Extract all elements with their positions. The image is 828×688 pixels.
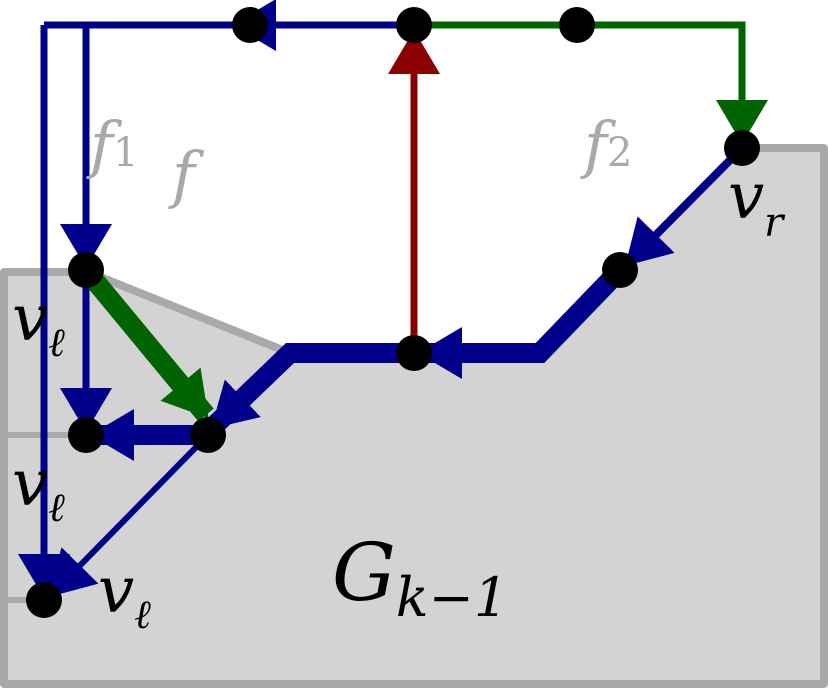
vertex-label-v-l-bot: vℓ xyxy=(98,554,151,638)
green-edge-diagonal xyxy=(78,263,214,422)
vertex-label-v-r: vr xyxy=(728,160,786,246)
vertex-boundary-middle xyxy=(396,335,432,371)
vertex-label-v-l-top: vℓ xyxy=(12,282,65,366)
face-label-f1: f1 xyxy=(86,108,138,181)
vertex-v-r xyxy=(724,130,760,166)
blue-edge-diagonal-down xyxy=(49,432,211,597)
vertex-right-slope xyxy=(602,252,638,288)
green-edge-top-right xyxy=(414,21,768,144)
vertex-v-l-top xyxy=(68,252,104,288)
blue-edge-right-slope xyxy=(625,145,745,266)
face-label-f2: f2 xyxy=(580,108,632,181)
vertex-top-left xyxy=(232,7,268,43)
graph-label-g-k-minus-1: Gk−1 xyxy=(332,526,508,629)
vertex-v-l-bot xyxy=(26,582,62,618)
face-label-f: f xyxy=(168,138,205,211)
blue-edge-boundary-lower xyxy=(418,263,628,379)
blue-edge-boundary-left xyxy=(207,343,414,434)
vertex-top-right xyxy=(559,7,595,43)
vertex-inner xyxy=(190,417,226,453)
vertex-label-v-l-mid: vℓ xyxy=(12,447,65,531)
vertex-v-l-mid xyxy=(68,417,104,453)
vertex-top-middle xyxy=(396,7,432,43)
